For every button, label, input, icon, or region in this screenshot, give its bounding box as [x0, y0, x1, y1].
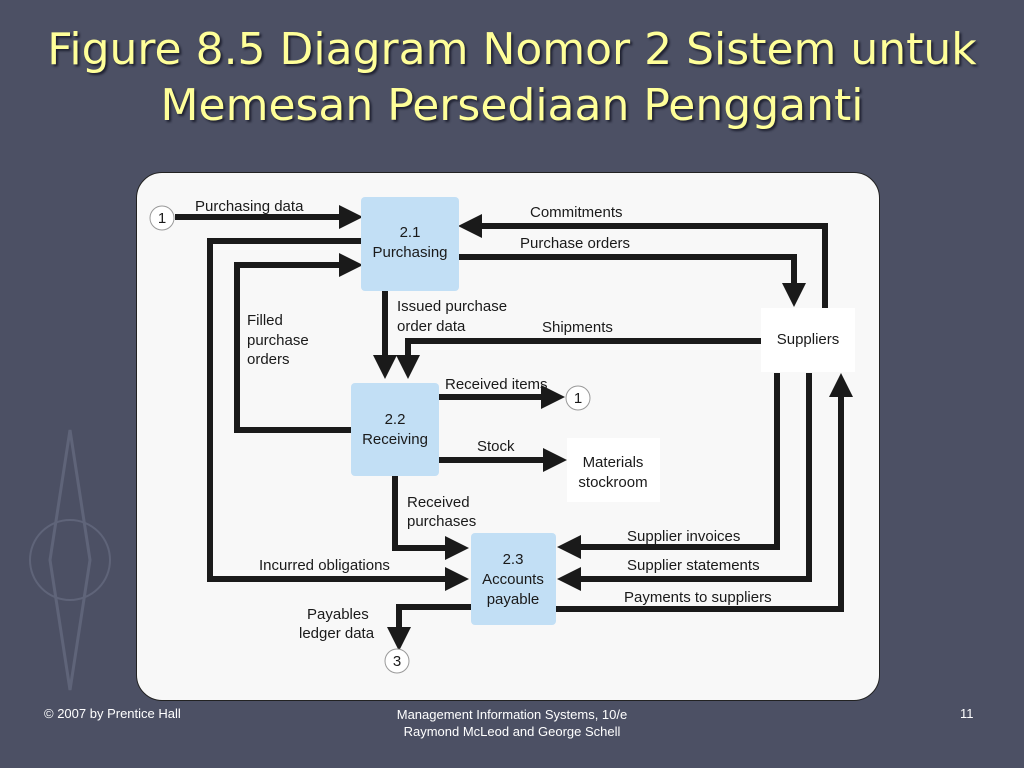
data-flow-diagram: 2.1 Purchasing 2.2 Receiving 2.3 Account… — [136, 172, 880, 701]
entity-materials-stockroom: Materials stockroom — [567, 438, 660, 502]
label-filled-1: Filled — [247, 312, 283, 329]
diagram-canvas: 2.1 Purchasing 2.2 Receiving 2.3 Account… — [149, 197, 855, 674]
svg-text:Purchasing: Purchasing — [372, 244, 447, 261]
flow-payments-to-suppliers — [556, 373, 853, 612]
flow-supplier-invoices — [557, 373, 780, 559]
svg-text:Suppliers: Suppliers — [777, 331, 840, 348]
label-received-purchases-2: purchases — [407, 513, 476, 530]
svg-text:stockroom: stockroom — [578, 474, 647, 491]
footer-copyright: © 2007 by Prentice Hall — [44, 706, 181, 721]
label-received-items: Received items — [445, 376, 548, 393]
label-payables-1: Payables — [307, 606, 369, 623]
slide-title-line1: Figure 8.5 Diagram Nomor 2 Sistem untuk — [47, 24, 977, 75]
flow-payables-ledger-data — [387, 604, 471, 651]
label-payables-2: ledger data — [299, 625, 375, 642]
svg-text:Accounts: Accounts — [482, 571, 544, 588]
slide-number: 11 — [960, 706, 974, 721]
flow-filled-purchase-orders — [234, 253, 363, 433]
process-2-1-purchasing: 2.1 Purchasing — [361, 197, 459, 291]
footer-book-title: Management Information Systems, 10/e — [396, 707, 628, 722]
label-commitments: Commitments — [530, 204, 623, 221]
flow-shipments — [396, 338, 761, 379]
label-purchasing-data: Purchasing data — [195, 198, 304, 215]
flow-supplier-statements — [557, 373, 812, 591]
svg-text:2.2: 2.2 — [385, 411, 406, 428]
label-filled-2: purchase — [247, 332, 309, 349]
label-payments-to-suppliers: Payments to suppliers — [624, 589, 772, 606]
label-incurred-obligations: Incurred obligations — [259, 557, 390, 574]
label-stock: Stock — [477, 438, 515, 455]
label-received-purchases-1: Received — [407, 494, 470, 511]
entity-suppliers: Suppliers — [761, 308, 855, 372]
flow-commitments — [458, 214, 828, 308]
process-2-2-receiving: 2.2 Receiving — [351, 383, 439, 476]
svg-text:2.3: 2.3 — [503, 551, 524, 568]
footer-book-authors: Raymond McLeod and George Schell — [403, 724, 621, 739]
svg-text:1: 1 — [574, 390, 582, 407]
label-supplier-invoices: Supplier invoices — [627, 528, 740, 545]
svg-text:2.1: 2.1 — [400, 224, 421, 241]
svg-text:1: 1 — [158, 210, 166, 227]
label-shipments: Shipments — [542, 319, 613, 336]
compass-decoration — [29, 429, 111, 691]
flow-incurred-obligations — [207, 238, 469, 591]
flow-labels: Purchasing data Commitments Purchase ord… — [195, 198, 772, 642]
svg-text:payable: payable — [487, 591, 540, 608]
svg-text:3: 3 — [393, 653, 401, 670]
label-purchase-orders: Purchase orders — [520, 235, 630, 252]
connector-1-input: 1 — [149, 205, 175, 231]
connector-3-output: 3 — [384, 648, 410, 674]
label-filled-3: orders — [247, 351, 290, 368]
svg-text:Materials: Materials — [583, 454, 644, 471]
label-issued-2: order data — [397, 318, 466, 335]
svg-text:Receiving: Receiving — [362, 431, 428, 448]
footer-book-info: Management Information Systems, 10/e Ray… — [362, 706, 662, 740]
flow-purchase-orders — [459, 254, 806, 307]
connector-1-output: 1 — [565, 385, 591, 411]
slide-title-line2: Memesan Persediaan Pengganti — [160, 80, 864, 131]
label-issued-1: Issued purchase — [397, 298, 507, 315]
label-supplier-statements: Supplier statements — [627, 557, 760, 574]
process-2-3-accounts-payable: 2.3 Accounts payable — [471, 533, 556, 625]
slide-title: Figure 8.5 Diagram Nomor 2 Sistem untuk … — [0, 22, 1024, 134]
flow-received-purchases — [392, 476, 469, 560]
